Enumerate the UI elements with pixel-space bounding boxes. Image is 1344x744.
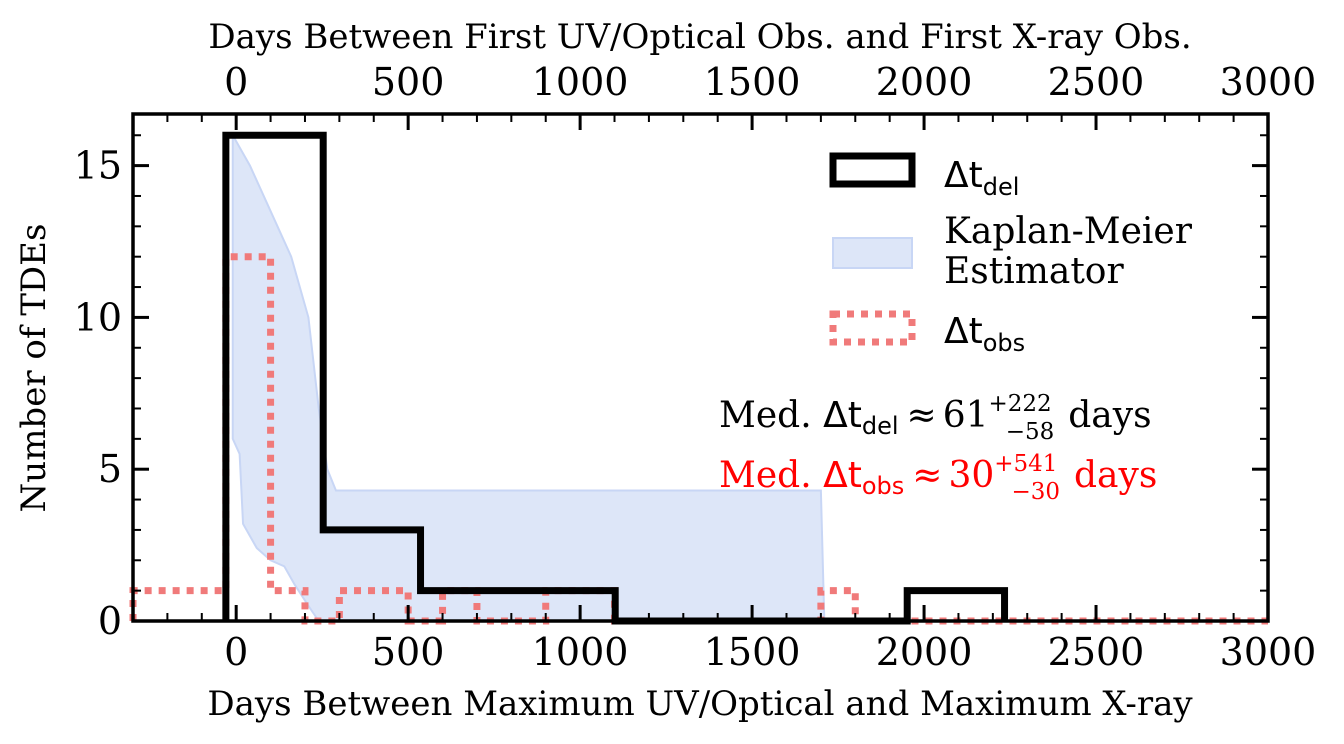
x-tick-label: 0 <box>224 630 248 674</box>
y-tick-label: 0 <box>98 599 122 643</box>
y-tick-label: 15 <box>74 144 122 188</box>
dt-del-step <box>222 131 1009 625</box>
legend-label-km-line1: Kaplan-Meier <box>944 211 1193 252</box>
x-top-tick-label: 3000 <box>1220 60 1317 104</box>
x-top-tick-label: 500 <box>372 60 445 104</box>
x-top-tick-label: 2000 <box>876 60 973 104</box>
x-tick-label: 2000 <box>876 630 973 674</box>
legend: Δtdel Kaplan-Meier Estimator Δtobs <box>829 152 1193 357</box>
x-tick-label: 3000 <box>1220 630 1317 674</box>
legend-swatch-dt-del <box>829 152 916 188</box>
y-tick-label: 10 <box>74 295 122 339</box>
legend-swatch-km <box>832 237 913 269</box>
y-axis-label: Number of TDEs <box>14 224 54 513</box>
dt-del-histogram-layer <box>222 131 1009 625</box>
legend-swatch-dt-obs <box>829 310 916 346</box>
x-top-tick-label: 1000 <box>532 60 629 104</box>
x-axis-label-top: Days Between First UV/Optical Obs. and F… <box>208 17 1191 57</box>
x-tick-label: 500 <box>372 630 445 674</box>
plot-frame <box>131 112 1270 623</box>
x-top-tick-label: 1500 <box>704 60 801 104</box>
axis-ticks-layer: 0 0 500 500 1000 1000 1500 1500 2000 2000 2500 2500… <box>74 60 1317 674</box>
x-top-tick-label: 0 <box>224 60 248 104</box>
x-top-tick-label: 2500 <box>1048 60 1145 104</box>
x-tick-label: 1000 <box>532 630 629 674</box>
y-tick-label: 5 <box>98 447 122 491</box>
x-axis-label: Days Between Maximum UV/Optical and Maxi… <box>207 684 1193 724</box>
legend-label-km-line2: Estimator <box>944 251 1124 292</box>
legend-label-dt-obs: Δtobs <box>944 311 1025 357</box>
legend-label-dt-del: Δtdel <box>944 155 1019 201</box>
x-tick-label: 2500 <box>1048 630 1145 674</box>
x-tick-label: 1500 <box>704 630 801 674</box>
